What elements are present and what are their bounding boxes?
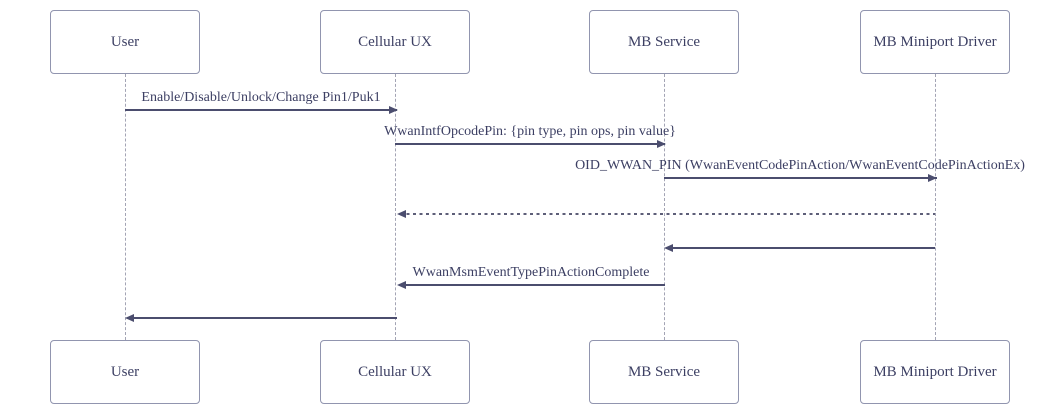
actor-box-cellular-ux-top: Cellular UX bbox=[320, 10, 470, 74]
lifeline-user bbox=[125, 74, 126, 340]
message-label: OID_WWAN_PIN (WwanEventCodePinAction/Wwa… bbox=[575, 158, 1025, 173]
arrowhead bbox=[389, 106, 398, 114]
actor-label: MB Miniport Driver bbox=[873, 363, 997, 380]
actor-box-user-top: User bbox=[50, 10, 200, 74]
arrowhead bbox=[664, 244, 673, 252]
actor-box-cellular-ux-bottom: Cellular UX bbox=[320, 340, 470, 404]
arrowhead bbox=[397, 210, 406, 218]
actor-label: MB Service bbox=[627, 33, 701, 50]
actor-box-mb-service-bottom: MB Service bbox=[589, 340, 739, 404]
arrowhead bbox=[125, 314, 134, 322]
message-label: WwanMsmEventTypePinActionComplete bbox=[412, 265, 650, 280]
actor-label: User bbox=[110, 363, 140, 380]
arrowhead bbox=[657, 140, 666, 148]
lifeline-mb-miniport-driver bbox=[935, 74, 936, 340]
actor-label: Cellular UX bbox=[358, 33, 432, 50]
actor-label: User bbox=[110, 33, 140, 50]
message-line bbox=[400, 284, 665, 286]
message-line bbox=[128, 317, 397, 319]
lifeline-mb-service bbox=[664, 74, 665, 340]
message-line bbox=[664, 177, 937, 179]
actor-box-mb-miniport-driver-bottom: MB Miniport Driver bbox=[860, 340, 1010, 404]
message-label: Enable/Disable/Unlock/Change Pin1/Puk1 bbox=[141, 90, 381, 105]
actor-box-user-bottom: User bbox=[50, 340, 200, 404]
message-line bbox=[667, 247, 935, 249]
arrowhead bbox=[397, 281, 406, 289]
lifeline-cellular-ux bbox=[395, 74, 396, 340]
message-line-dotted bbox=[400, 213, 935, 215]
actor-box-mb-miniport-driver-top: MB Miniport Driver bbox=[860, 10, 1010, 74]
actor-label: MB Miniport Driver bbox=[873, 33, 997, 50]
actor-label: MB Service bbox=[627, 363, 701, 380]
actor-box-mb-service-top: MB Service bbox=[589, 10, 739, 74]
message-line bbox=[125, 109, 397, 111]
message-line bbox=[395, 143, 665, 145]
arrowhead bbox=[928, 174, 937, 182]
message-label: WwanIntfOpcodePin: {pin type, pin ops, p… bbox=[384, 124, 676, 139]
actor-label: Cellular UX bbox=[358, 363, 432, 380]
